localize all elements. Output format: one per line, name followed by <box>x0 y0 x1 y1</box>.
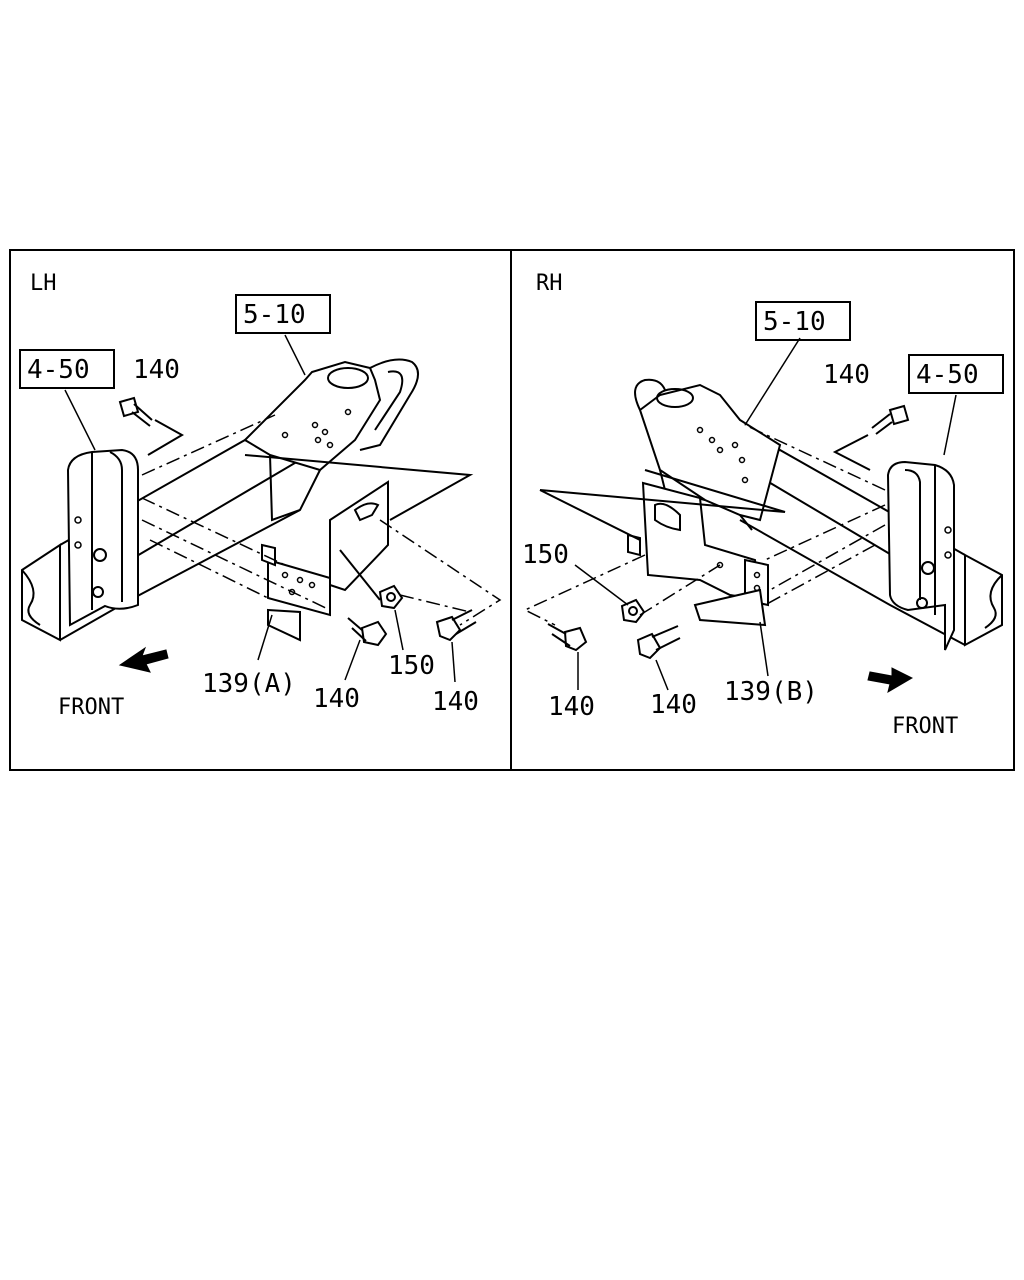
lh-ref-box-4-50 <box>19 349 115 389</box>
rh-assembly-lines <box>523 424 886 626</box>
rh-callout-150: 150 <box>522 540 569 570</box>
rh-bracket-139b <box>627 481 769 627</box>
rh-ref-5-10: 5-10 <box>763 307 826 337</box>
lh-bracket-139a <box>261 480 389 642</box>
lh-ref-4-50: 4-50 <box>27 355 90 385</box>
lh-callout-139a: 139(A) <box>202 669 296 699</box>
lh-mount-bracket <box>243 358 419 522</box>
lh-assembly-lines <box>141 414 502 626</box>
lh-callout-140-top: 140 <box>133 355 180 385</box>
rh-callout-140-left: 140 <box>548 692 595 722</box>
lh-bolt-140-top <box>118 396 153 427</box>
lh-bolt-140-right <box>435 609 477 642</box>
lh-ref-5-10: 5-10 <box>243 300 306 330</box>
lh-callout-150: 150 <box>388 651 435 681</box>
rh-frame-rail <box>737 448 1003 647</box>
lh-panel: LH <box>19 271 502 720</box>
rh-ref-box-5-10 <box>755 301 851 341</box>
rh-ref-4-50: 4-50 <box>916 360 979 390</box>
rh-front-arrow-icon <box>867 667 914 694</box>
lh-nut-150 <box>378 584 404 610</box>
rh-callout-139b: 139(B) <box>724 677 818 707</box>
lh-bolt-140-mid <box>347 617 388 647</box>
lh-callout-140-mid: 140 <box>313 684 360 714</box>
rh-callout-140-top: 140 <box>823 360 870 390</box>
lh-frame-rail <box>21 438 303 642</box>
lh-ref-box-5-10 <box>235 294 331 334</box>
rh-cross-member <box>886 460 955 651</box>
lh-front-label: FRONT <box>58 695 124 720</box>
rh-bolt-140-mid <box>636 625 681 660</box>
lh-callout-140-right: 140 <box>432 687 479 717</box>
rh-title: RH <box>536 271 563 296</box>
rh-bolt-140-left <box>547 623 588 652</box>
lh-title: LH <box>30 271 57 296</box>
lh-cross-member <box>66 448 139 627</box>
rh-front-label: FRONT <box>892 714 958 739</box>
rh-callout-140-mid: 140 <box>650 690 697 720</box>
rh-panel: RH <box>522 271 1004 739</box>
lh-leader-lines <box>64 334 456 683</box>
rh-bolt-140-top <box>871 404 910 435</box>
rh-ref-box-4-50 <box>908 354 1004 394</box>
rh-leader-lines <box>574 337 957 691</box>
lh-front-arrow-icon <box>118 646 169 673</box>
